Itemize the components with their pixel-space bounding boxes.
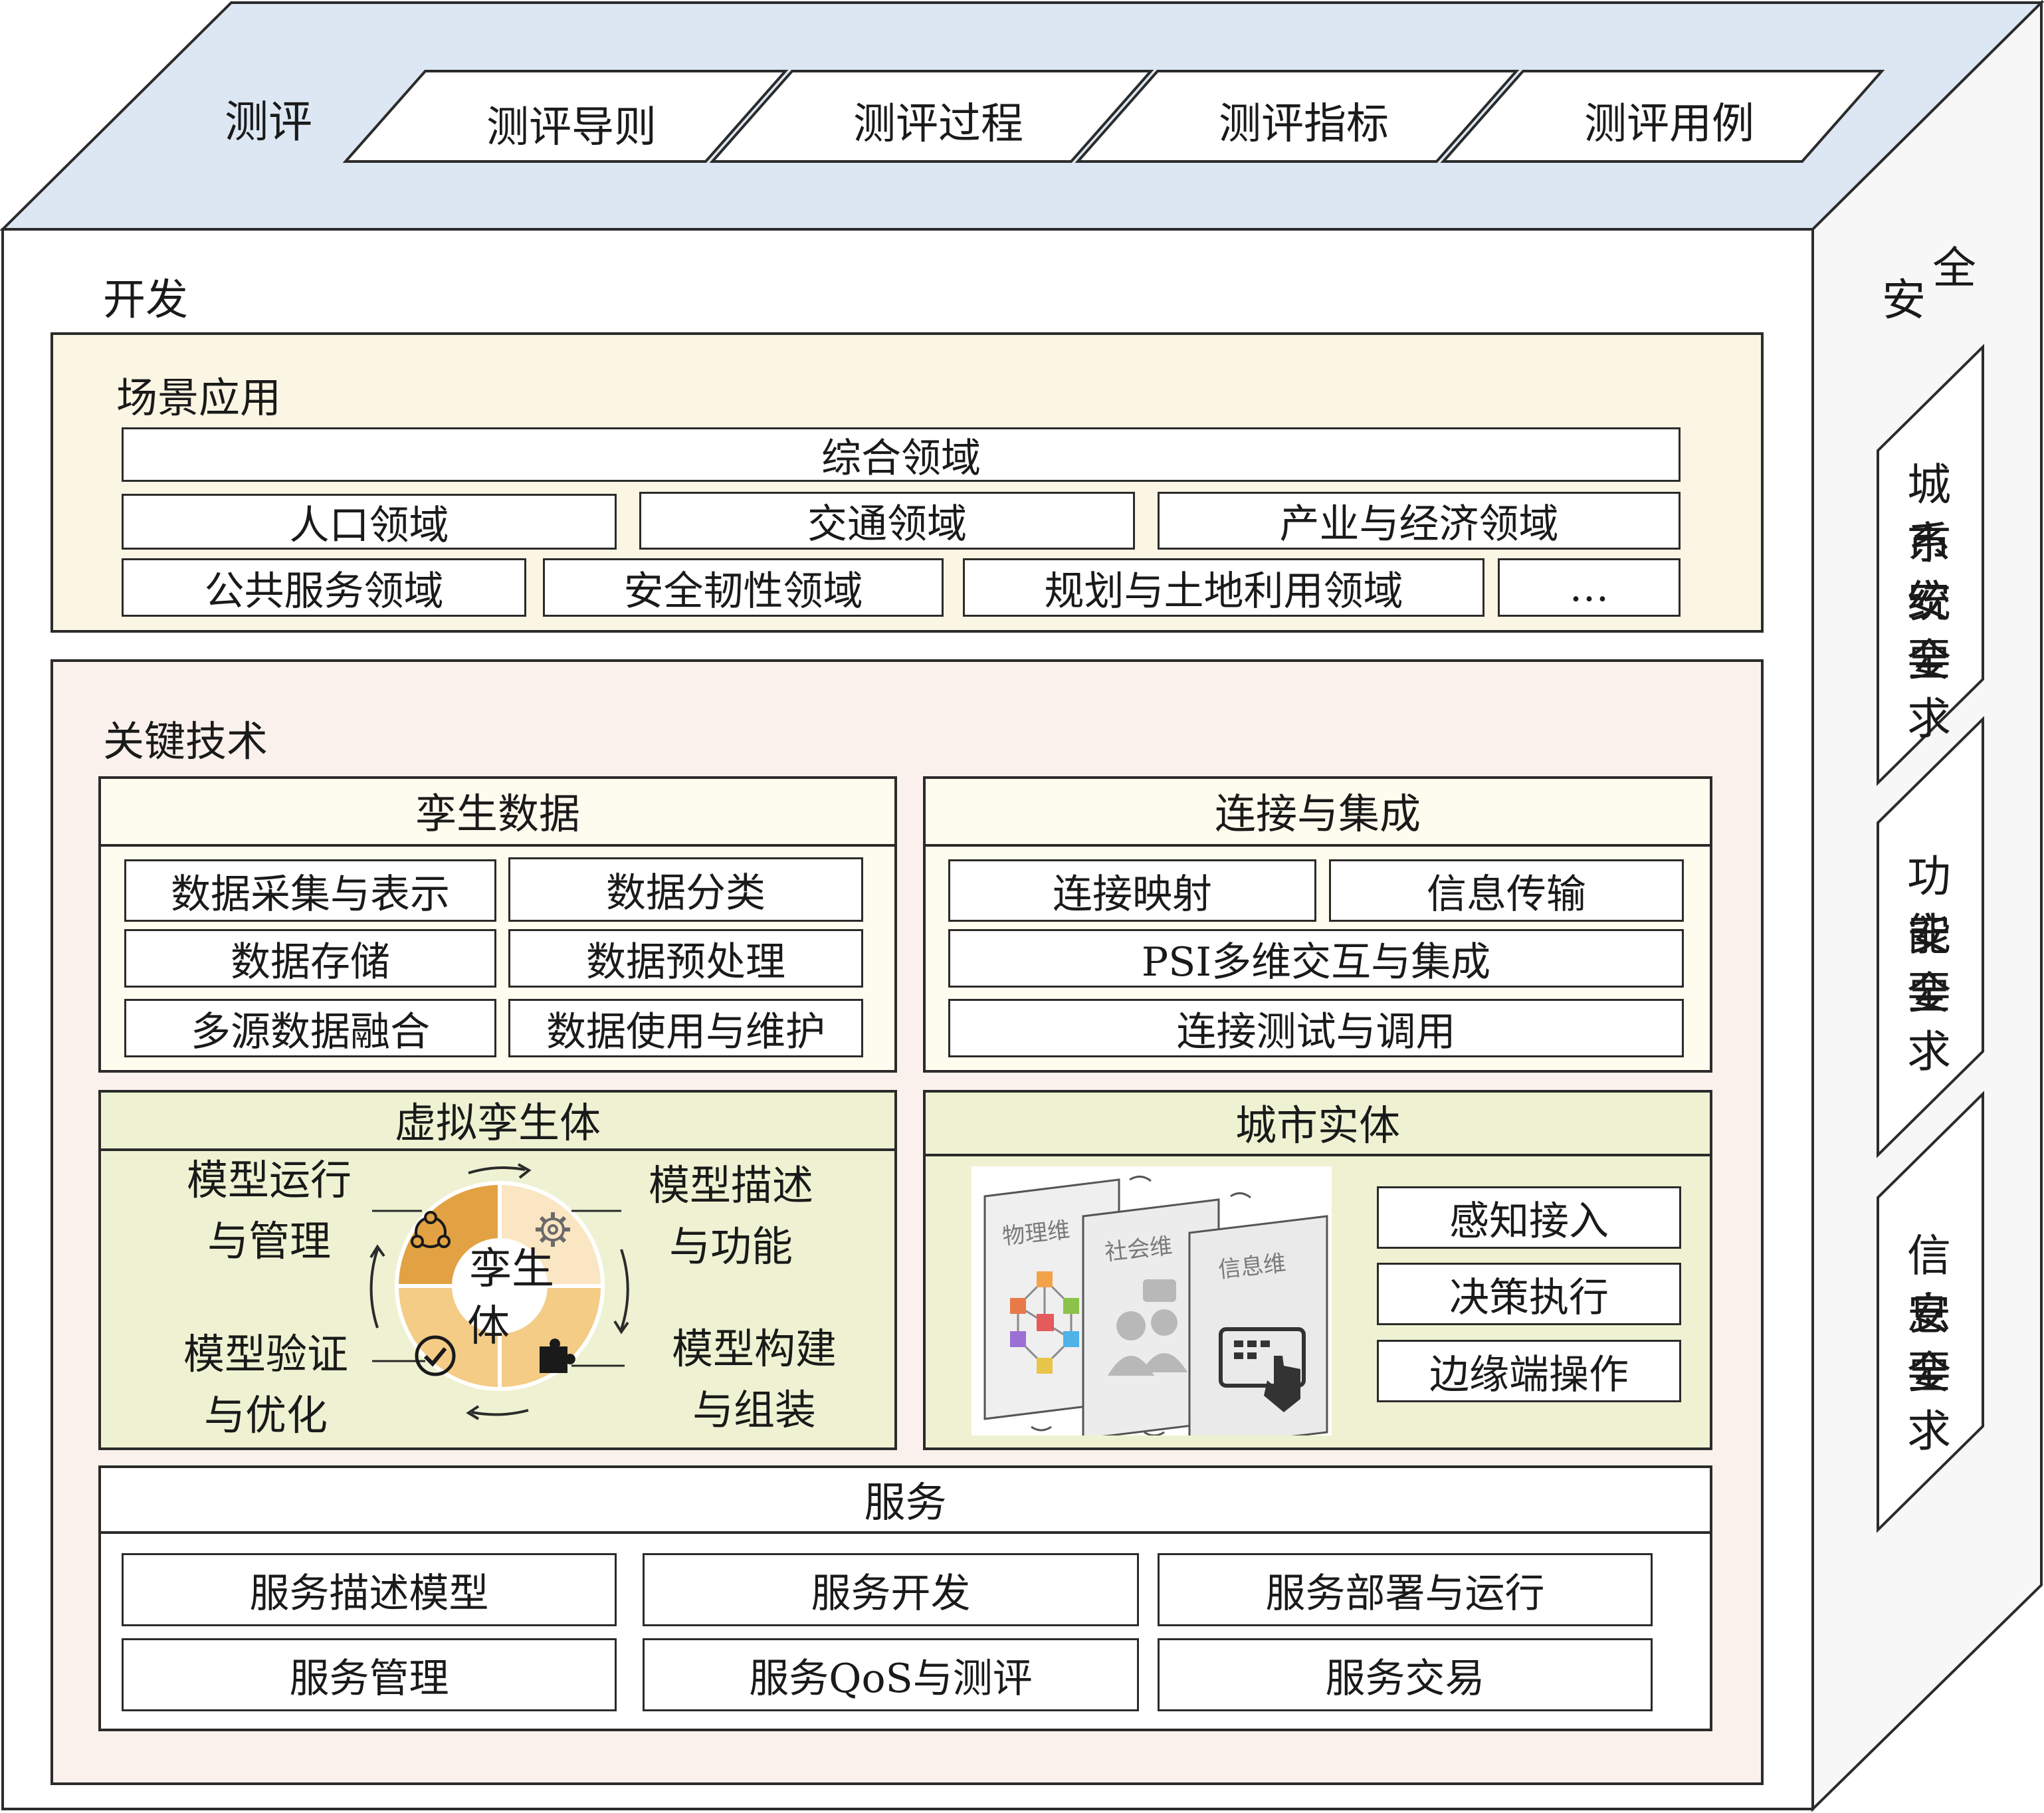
service-deployment-operation[interactable]: 服务部署与运行 <box>1158 1553 1653 1626</box>
city-entity-title: 城市实体 <box>923 1090 1712 1156</box>
connection-testing-invocation[interactable]: 连接测试与调用 <box>948 999 1684 1057</box>
wheel-center <box>452 1238 548 1334</box>
tab-eval-process[interactable]: 测评过程 <box>853 100 1023 149</box>
tab-shape-2 <box>709 70 1154 163</box>
people-icon <box>1108 1279 1187 1376</box>
tab-eval-indicators[interactable]: 测评指标 <box>1219 100 1389 149</box>
security-panel-shape-2 <box>1877 716 1984 1158</box>
data-collection-representation[interactable]: 数据采集与表示 <box>124 859 496 922</box>
scenario-public-service[interactable]: 公共服务领域 <box>122 558 526 617</box>
service-title: 服务 <box>98 1465 1712 1534</box>
service-trading[interactable]: 服务交易 <box>1158 1638 1653 1711</box>
security-functional-l1[interactable]: 功能 <box>1907 851 1951 960</box>
model-description-line2: 与功能 <box>668 1222 793 1271</box>
tab-eval-guide[interactable]: 测评导则 <box>486 103 657 152</box>
check-circle-icon <box>415 1335 456 1376</box>
team-cycle-icon <box>411 1211 451 1248</box>
security-urban-system-l1[interactable]: 城市 <box>1907 459 1951 569</box>
security-panel-shape-1 <box>1877 344 1984 786</box>
service-development[interactable]: 服务开发 <box>643 1553 1139 1626</box>
data-classification[interactable]: 数据分类 <box>508 857 863 922</box>
model-construction-line1: 模型构建 <box>671 1325 837 1373</box>
data-usage-maintenance[interactable]: 数据使用与维护 <box>508 999 863 1057</box>
model-validation-line2: 与优化 <box>203 1391 328 1440</box>
security-urban-system-l3: 安全 <box>1907 576 1951 686</box>
model-operation-line1: 模型运行 <box>186 1156 352 1204</box>
scenario-label: 场景应用 <box>116 373 282 422</box>
sensing-access[interactable]: 感知接入 <box>1377 1186 1681 1249</box>
service-management[interactable]: 服务管理 <box>122 1638 617 1711</box>
twin-data-title: 孪生数据 <box>98 776 897 847</box>
model-construction-line2: 与组装 <box>692 1386 816 1434</box>
touch-screen-icon <box>1219 1327 1306 1412</box>
scenario-transport[interactable]: 交通领域 <box>639 492 1135 550</box>
security-urban-system-l2: 系统 <box>1907 518 1951 627</box>
scenario-comprehensive[interactable]: 综合领域 <box>122 427 1681 482</box>
connection-title: 连接与集成 <box>923 776 1712 847</box>
security-panel-shape-3 <box>1877 1091 1984 1533</box>
service-description-model[interactable]: 服务描述模型 <box>122 1553 617 1626</box>
service-qos-evaluation[interactable]: 服务QoS与测评 <box>643 1638 1139 1711</box>
key-tech-label: 关键技术 <box>103 717 268 766</box>
decision-execution[interactable]: 决策执行 <box>1377 1263 1681 1325</box>
data-preprocessing[interactable]: 数据预处理 <box>508 929 863 988</box>
tab-shape-3 <box>1074 70 1520 163</box>
evaluation-label: 测评 <box>225 96 312 148</box>
twin-wheel <box>369 1163 629 1420</box>
security-label-2: 全 <box>1932 243 1976 294</box>
scenario-land-use[interactable]: 规划与土地利用领域 <box>963 558 1484 617</box>
dimension-cards <box>983 1176 1328 1436</box>
wheel-center-line1: 孪生 <box>469 1245 554 1294</box>
wheel-center-line2: 体 <box>467 1302 510 1351</box>
tab-shape-1 <box>342 70 789 163</box>
psi-multidim-interaction[interactable]: PSI多维交互与集成 <box>948 929 1684 988</box>
information-transmission[interactable]: 信息传输 <box>1329 859 1684 922</box>
gear-icon <box>536 1212 570 1247</box>
security-label-1: 安 <box>1882 274 1926 326</box>
security-urban-system-l4: 要求 <box>1907 635 1951 744</box>
scenario-population[interactable]: 人口领域 <box>122 494 617 550</box>
model-validation-line1: 模型验证 <box>183 1330 348 1378</box>
model-operation-line2: 与管理 <box>207 1217 331 1265</box>
scenario-more[interactable]: … <box>1498 558 1681 617</box>
model-description-line1: 模型描述 <box>648 1161 813 1210</box>
virtual-twin-title: 虚拟孪生体 <box>98 1090 897 1151</box>
security-information-l2: 安全 <box>1907 1289 1951 1398</box>
scenario-industry-economy[interactable]: 产业与经济领域 <box>1158 492 1681 550</box>
security-functional-l3: 要求 <box>1907 968 1951 1077</box>
connection-mapping[interactable]: 连接映射 <box>948 859 1316 922</box>
security-functional-l2: 安全 <box>1907 909 1951 1019</box>
tab-shape-4 <box>1440 70 1885 163</box>
tab-eval-cases[interactable]: 测评用例 <box>1584 100 1754 149</box>
puzzle-icon <box>540 1338 575 1373</box>
data-storage[interactable]: 数据存储 <box>124 929 496 988</box>
multisource-data-fusion[interactable]: 多源数据融合 <box>124 999 496 1057</box>
edge-operation[interactable]: 边缘端操作 <box>1377 1340 1681 1402</box>
scenario-safety-resilience[interactable]: 安全韧性领域 <box>543 558 944 617</box>
security-information-l3: 要求 <box>1907 1347 1951 1457</box>
security-information-l1[interactable]: 信息 <box>1907 1230 1951 1340</box>
development-label: 开发 <box>103 276 188 325</box>
